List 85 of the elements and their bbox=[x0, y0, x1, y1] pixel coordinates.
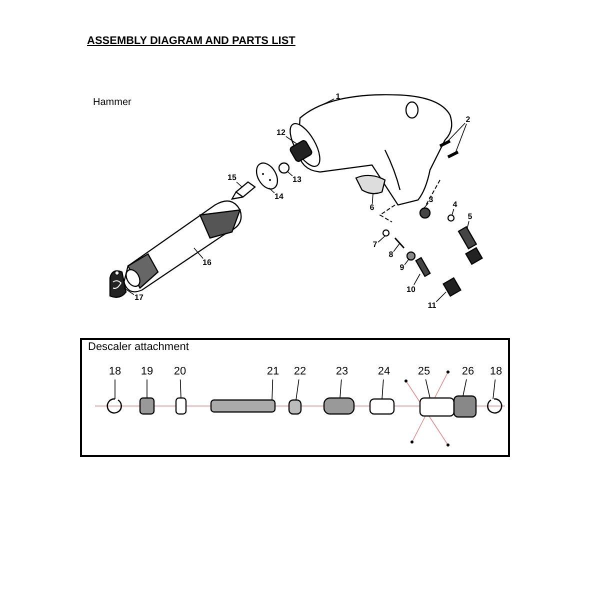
assembly-heading: Hammer bbox=[93, 98, 132, 108]
leader-line bbox=[272, 379, 274, 400]
ring-part bbox=[278, 162, 290, 174]
leader-line bbox=[425, 378, 430, 398]
leader-line bbox=[296, 379, 300, 400]
callout-number: 19 bbox=[140, 366, 154, 378]
callout-number: 2 bbox=[466, 116, 470, 124]
callout-number: 13 bbox=[292, 176, 302, 184]
block-part bbox=[210, 399, 276, 413]
callout-number: 20 bbox=[174, 366, 186, 378]
leader-line bbox=[286, 136, 298, 144]
callout-number: 5 bbox=[468, 213, 472, 221]
leader-line bbox=[404, 258, 410, 266]
leader-line bbox=[288, 172, 293, 176]
ring-part bbox=[406, 251, 416, 261]
barrel-drawing bbox=[123, 200, 242, 292]
leader-line bbox=[180, 379, 182, 398]
callout-number: 10 bbox=[406, 286, 416, 294]
callout-number: 18 bbox=[490, 366, 502, 378]
page-title: ASSEMBLY DIAGRAM AND PARTS LIST bbox=[87, 36, 296, 47]
leader-line bbox=[436, 292, 446, 302]
leader-line bbox=[382, 379, 384, 400]
callout-number: 7 bbox=[372, 241, 378, 249]
leader-line bbox=[492, 379, 496, 400]
callout-number: 21 bbox=[266, 366, 280, 378]
pin-drawing bbox=[394, 238, 405, 248]
pin-drawing bbox=[447, 150, 459, 158]
leader-line bbox=[452, 208, 454, 216]
ring-part bbox=[419, 207, 431, 219]
callout-number: 8 bbox=[388, 251, 394, 259]
callout-number: 18 bbox=[108, 366, 122, 378]
cap-drawing bbox=[109, 270, 127, 298]
callout-number: 22 bbox=[294, 366, 306, 378]
block-part bbox=[288, 138, 314, 164]
block-part bbox=[453, 395, 477, 418]
callout-number: 9 bbox=[400, 264, 404, 272]
disc-drawing bbox=[256, 162, 278, 190]
trigger-drawing bbox=[355, 174, 386, 194]
callout-number: 11 bbox=[428, 302, 436, 310]
piston-drawing bbox=[230, 181, 256, 200]
block-part bbox=[175, 397, 187, 415]
leader-line bbox=[424, 202, 429, 208]
block-part bbox=[415, 256, 431, 278]
leader-line bbox=[322, 98, 335, 106]
leader-line bbox=[372, 194, 374, 204]
leader-line bbox=[414, 274, 420, 286]
retaining-ring-drawing bbox=[487, 398, 502, 414]
leader-line bbox=[268, 188, 275, 194]
leader-line bbox=[194, 248, 204, 259]
leader-line bbox=[146, 379, 148, 398]
callout-number: 3 bbox=[428, 196, 434, 204]
callout-number: 23 bbox=[336, 366, 348, 378]
callout-number: 14 bbox=[274, 193, 284, 201]
leader-line bbox=[378, 236, 386, 243]
attachment-panel bbox=[80, 338, 510, 457]
callout-number: 16 bbox=[202, 259, 212, 267]
leader-line bbox=[114, 379, 116, 400]
leader-line bbox=[393, 242, 400, 252]
panel-heading: Descaler attachment bbox=[88, 341, 189, 353]
callout-number: 4 bbox=[452, 201, 458, 209]
retaining-ring-drawing bbox=[106, 398, 122, 414]
callout-number: 24 bbox=[378, 366, 390, 378]
valve-plug-drawing bbox=[458, 226, 484, 266]
leader-line bbox=[236, 182, 242, 188]
callout-number: 25 bbox=[418, 366, 430, 378]
ring-part bbox=[447, 214, 455, 222]
callout-number: 1 bbox=[336, 93, 340, 101]
block-part bbox=[288, 399, 302, 415]
leader-line bbox=[466, 220, 470, 230]
pin-drawing bbox=[439, 140, 451, 148]
block-part bbox=[139, 397, 155, 415]
callout-number: 17 bbox=[134, 294, 144, 302]
gun-body-drawing bbox=[290, 94, 452, 206]
block-part bbox=[323, 397, 355, 415]
callout-number: 6 bbox=[370, 204, 374, 212]
leader-line bbox=[340, 379, 342, 398]
callout-number: 15 bbox=[228, 174, 236, 182]
callout-number: 26 bbox=[462, 366, 474, 378]
block-part bbox=[369, 398, 395, 415]
leader-line bbox=[124, 288, 134, 296]
leader-line bbox=[446, 122, 466, 144]
leader-line bbox=[462, 378, 467, 396]
ring-part bbox=[382, 229, 390, 237]
callout-number: 12 bbox=[276, 129, 286, 137]
leader-line bbox=[454, 124, 467, 154]
